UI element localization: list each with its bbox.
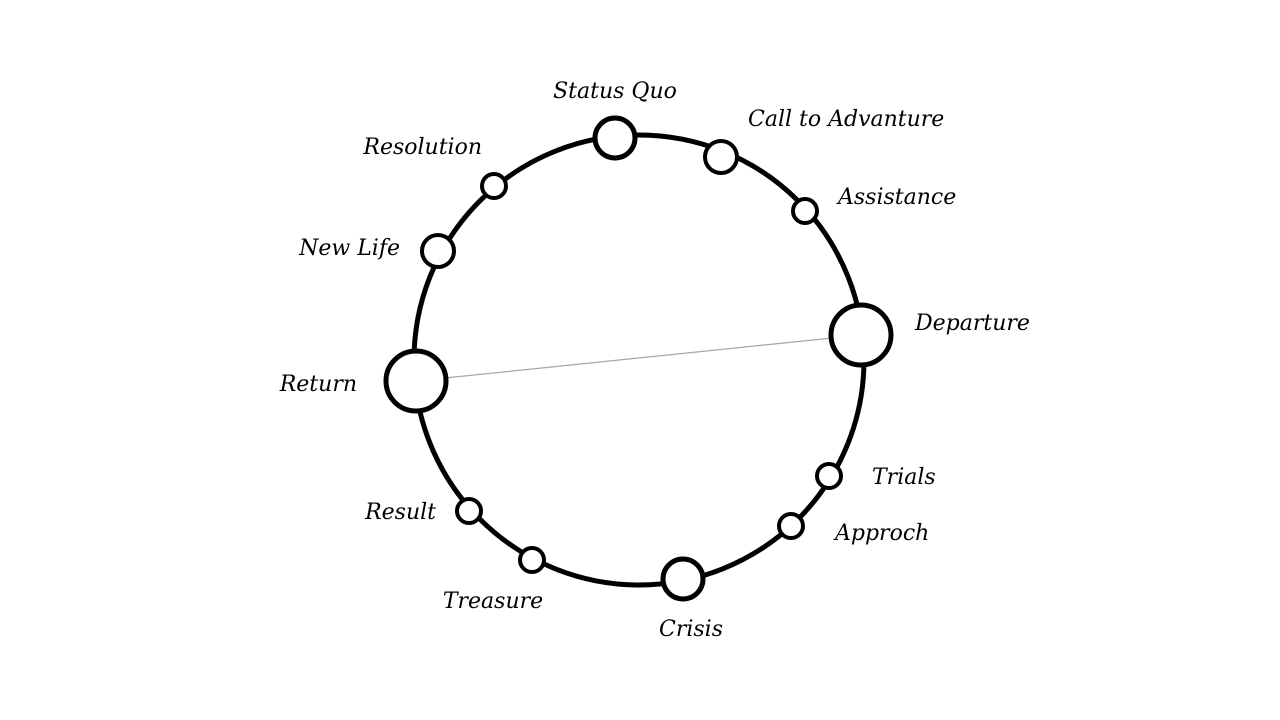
stage-node-new-life bbox=[420, 233, 456, 269]
stage-label-departure: Departure bbox=[914, 311, 1030, 336]
stage-node-departure bbox=[828, 302, 894, 368]
stage-node-call-to-adventure bbox=[703, 139, 739, 175]
stage-label-treasure: Treasure bbox=[443, 589, 543, 614]
stage-label-assistance: Assistance bbox=[836, 185, 956, 210]
stage-label-crisis: Crisis bbox=[659, 617, 723, 642]
return-departure-connector bbox=[415, 334, 862, 382]
stage-node-treasure bbox=[518, 546, 546, 574]
stage-node-crisis bbox=[660, 556, 706, 602]
stage-label-approch: Approch bbox=[833, 521, 929, 546]
stage-label-new-life: New Life bbox=[298, 236, 400, 261]
stage-label-resolution: Resolution bbox=[362, 135, 482, 160]
stage-node-approch bbox=[777, 512, 805, 540]
stage-label-return: Return bbox=[279, 372, 357, 397]
stage-label-result: Result bbox=[364, 500, 436, 525]
stage-nodes bbox=[383, 115, 894, 602]
stage-label-status-quo: Status Quo bbox=[553, 79, 677, 104]
stage-label-call-to-adventure: Call to Advanture bbox=[748, 107, 944, 132]
stage-node-status-quo bbox=[592, 115, 638, 161]
stage-label-trials: Trials bbox=[872, 465, 936, 490]
stage-node-assistance bbox=[791, 197, 819, 225]
stage-node-resolution bbox=[480, 172, 508, 200]
stage-node-return bbox=[383, 348, 449, 414]
stage-node-trials bbox=[815, 462, 843, 490]
stage-node-result bbox=[455, 497, 483, 525]
